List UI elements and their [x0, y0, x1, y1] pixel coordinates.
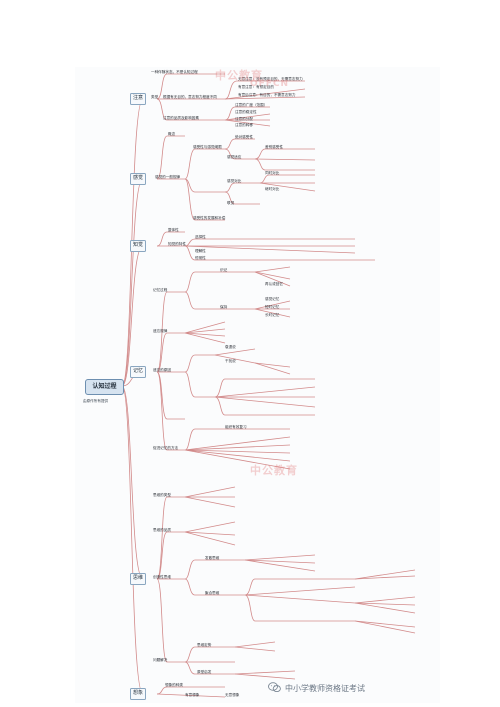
memory-forgetting-law: 遗忘规律 — [153, 329, 168, 333]
attention-quality: 注意的品质及影响因素 — [163, 116, 199, 120]
thinking-divergent: 发散思维 — [205, 556, 220, 560]
sensation-law: 感觉的一般规律 — [155, 175, 181, 179]
sensation-development: 感受性的发展和补偿 — [193, 216, 226, 220]
memory-process: 记忆过程 — [153, 288, 168, 292]
sensation-absolute: 绝对感受性 — [235, 135, 253, 139]
memory-recall: 再认或回忆 — [265, 282, 283, 286]
perception-understanding: 理解性 — [195, 249, 206, 253]
memory-review: 组织有效复习 — [225, 425, 247, 429]
thinking-quality: 思维的品质 — [153, 528, 171, 532]
watermark-middle: 中公教育 — [250, 464, 298, 477]
thinking-set: 思维定势 — [197, 643, 212, 647]
footer-text: 中小学教师资格证考试 — [285, 684, 365, 693]
wechat-icon — [268, 682, 281, 693]
thinking-prototype: 原型启发 — [197, 670, 212, 674]
branch-memory[interactable]: 记忆 — [130, 366, 146, 378]
sensation-successive: 继时对比 — [265, 187, 280, 191]
memory-decay: 衰退说 — [225, 345, 236, 349]
sensation-concept: 概念 — [168, 132, 176, 136]
root-subtitle: 由原作所有提供 — [83, 399, 109, 403]
thinking-convergent: 聚合思维 — [205, 591, 220, 595]
thinking-types: 思维的类型 — [153, 493, 171, 497]
memory-storage: 保持 — [220, 305, 228, 309]
attention-involuntary: 无意注意：没有预定目的，无需意志努力 — [238, 77, 303, 81]
memory-sensory: 感觉记忆 — [265, 297, 280, 301]
attention-note: 一种伴随状态，不是认知过程 — [151, 70, 198, 74]
sensation-contrast: 感觉对比 — [227, 179, 242, 183]
perception-features: 知觉的特性 — [168, 242, 186, 246]
branch-attention[interactable]: 注意 — [130, 93, 146, 105]
imagination-types: 想象的种类 — [165, 683, 183, 687]
memory-encoding: 识记 — [220, 268, 228, 272]
memory-short-term: 短时记忆 — [265, 305, 280, 309]
attention-stability: 注意的稳定性 — [235, 110, 257, 114]
attention-type-basis: 根据有无目的，意志努力程度不同 — [163, 95, 217, 99]
sensation-synesthesia: 联觉 — [227, 201, 235, 205]
branch-thinking[interactable]: 思维 — [130, 573, 146, 585]
attention-distribution: 注意的分配 — [235, 117, 253, 121]
watermark-top: 中公教育 — [215, 69, 263, 82]
sensation-simultaneous: 同时对比 — [265, 171, 280, 175]
watermark-top-en: OFFCN — [250, 79, 290, 89]
mind-map-lines — [121, 73, 416, 698]
mind-map: 注意 感觉 知觉 记忆 思维 想象 认知过程 由原作所有提供 一种伴随状态，不是… — [75, 67, 440, 703]
memory-methods: 促进记忆的方法 — [153, 446, 179, 450]
sensation-threshold: 感受性与感觉阈限 — [193, 145, 222, 149]
memory-forgetting-cause: 遗忘的原因 — [153, 368, 171, 372]
attention-type: 类型 — [151, 95, 159, 99]
imagination-voluntary: 有意想象 — [185, 693, 200, 697]
sensation-adaptation: 感觉适应 — [227, 155, 242, 159]
perception-constancy: 恒常性 — [195, 256, 206, 260]
imagination-involuntary: 无意想象 — [225, 693, 240, 697]
attention-post-voluntary: 有意后注意：有目的，不需意志努力 — [238, 93, 296, 97]
branch-imagination[interactable]: 想象 — [130, 688, 146, 700]
perception-integrity: 整体性 — [168, 228, 179, 232]
attention-voluntary: 有意注意：有预定目的 — [238, 85, 274, 89]
thinking-problem-solving: 问题解决 — [153, 658, 168, 662]
memory-interference: 干扰说 — [225, 359, 236, 363]
branch-perception[interactable]: 知觉 — [130, 240, 146, 252]
attention-span: 注意的广度（范围） — [235, 103, 268, 107]
sensation-difference: 差别感受性 — [265, 145, 283, 149]
thinking-creative: 创造性思维 — [153, 575, 171, 579]
memory-long-term: 长时记忆 — [265, 313, 280, 317]
branch-sensation[interactable]: 感觉 — [130, 173, 146, 185]
root-node[interactable]: 认知过程 — [85, 379, 124, 395]
attention-shift: 注意的转移 — [235, 123, 253, 127]
perception-selectivity: 选择性 — [195, 235, 206, 239]
